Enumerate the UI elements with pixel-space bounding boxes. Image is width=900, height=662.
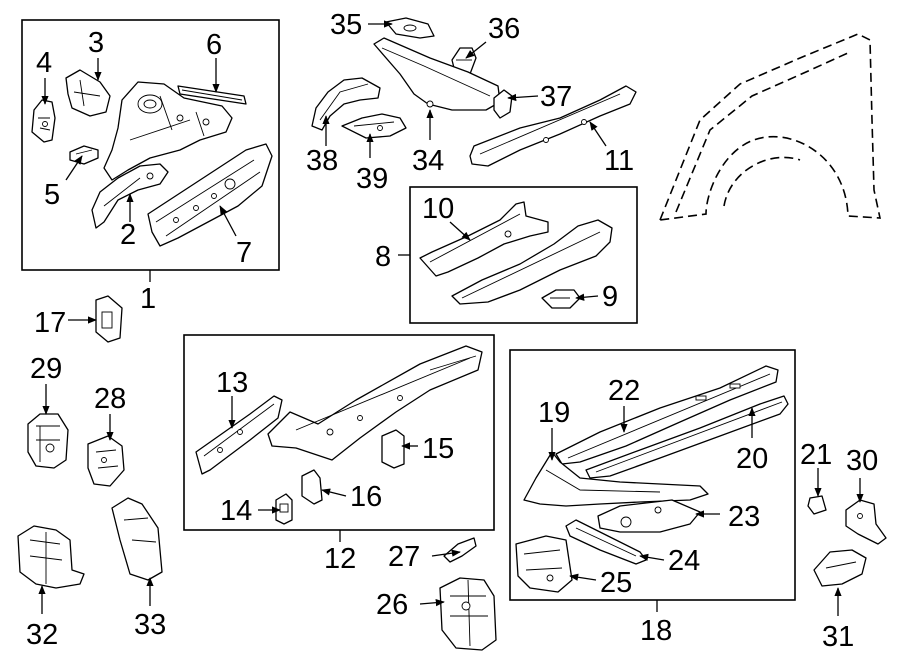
fender-outline xyxy=(658,33,882,221)
part-33-bracket xyxy=(111,497,163,581)
part-34-upper-rail xyxy=(373,37,501,111)
part-15-clip xyxy=(381,429,405,469)
part-14-clip xyxy=(275,493,293,525)
callout-1: 1 xyxy=(140,283,156,315)
part-10-rail xyxy=(419,201,549,277)
strut-tower-assembly xyxy=(103,81,233,181)
callout-15: 15 xyxy=(422,433,454,465)
part-30-bracket xyxy=(845,499,887,545)
callout-33: 33 xyxy=(134,609,166,641)
part-12-rail xyxy=(267,345,483,461)
callout-5: 5 xyxy=(44,179,60,211)
part-26-panel xyxy=(439,577,497,651)
part-31-bracket xyxy=(813,549,867,587)
callout-4: 4 xyxy=(36,47,52,79)
callout-14: 14 xyxy=(220,495,252,527)
part-28-bracket xyxy=(87,435,125,487)
callout-39: 39 xyxy=(356,163,388,195)
part-9-clip xyxy=(541,289,581,309)
group-box-12 xyxy=(183,334,495,531)
callout-35: 35 xyxy=(330,9,362,41)
callout-10: 10 xyxy=(422,193,454,225)
part-35-cap xyxy=(385,17,435,39)
part-13-rail xyxy=(195,395,283,475)
part-25-panel xyxy=(515,535,573,593)
part-27-bracket xyxy=(443,537,477,563)
part-17-plate xyxy=(95,295,123,343)
part-7-rail xyxy=(147,143,273,247)
part-16-clip xyxy=(301,469,323,505)
part-4-bracket xyxy=(31,99,56,143)
callout-27: 27 xyxy=(388,541,420,573)
callout-36: 36 xyxy=(488,13,520,45)
part-11-rail xyxy=(469,85,637,167)
callout-29: 29 xyxy=(30,353,62,385)
callout-11: 11 xyxy=(604,145,634,177)
part-22-rocker xyxy=(555,365,779,465)
callout-16: 16 xyxy=(350,481,382,513)
part-32-housing xyxy=(17,525,85,589)
callout-25: 25 xyxy=(600,567,632,599)
part-29-block xyxy=(27,413,69,469)
callout-30: 30 xyxy=(846,445,878,477)
callout-9: 9 xyxy=(602,281,618,313)
callout-34: 34 xyxy=(412,145,444,177)
callout-21: 21 xyxy=(800,439,832,471)
callout-2: 2 xyxy=(120,219,136,251)
callout-18: 18 xyxy=(640,615,672,647)
leader-arrows xyxy=(38,20,864,616)
callout-28: 28 xyxy=(94,383,126,415)
callout-13: 13 xyxy=(216,367,248,399)
callout-37: 37 xyxy=(540,81,572,113)
callout-8: 8 xyxy=(375,241,391,273)
callout-19: 19 xyxy=(538,397,570,429)
callout-38: 38 xyxy=(306,145,338,177)
callout-6: 6 xyxy=(206,29,222,61)
callout-32: 32 xyxy=(26,619,58,651)
part-23-floor-plate xyxy=(597,499,701,533)
part-5-clip xyxy=(69,145,99,165)
callout-7: 7 xyxy=(236,237,252,269)
callout-17: 17 xyxy=(34,307,66,339)
callout-23: 23 xyxy=(728,501,760,533)
part-19-panel xyxy=(523,451,709,507)
part-39-bracket xyxy=(341,113,407,139)
callout-26: 26 xyxy=(376,589,408,621)
callout-24: 24 xyxy=(668,545,700,577)
part-2-apron xyxy=(91,163,169,229)
callout-12: 12 xyxy=(324,543,356,575)
callout-22: 22 xyxy=(608,375,640,407)
group-box-18 xyxy=(509,349,796,601)
part-21-clip xyxy=(807,495,827,515)
part-3-bracket xyxy=(65,69,111,117)
part-8-rail xyxy=(451,219,613,305)
callout-31: 31 xyxy=(822,621,854,653)
callout-20: 20 xyxy=(736,443,768,475)
part-6-strip xyxy=(177,85,247,105)
callout-3: 3 xyxy=(88,27,104,59)
